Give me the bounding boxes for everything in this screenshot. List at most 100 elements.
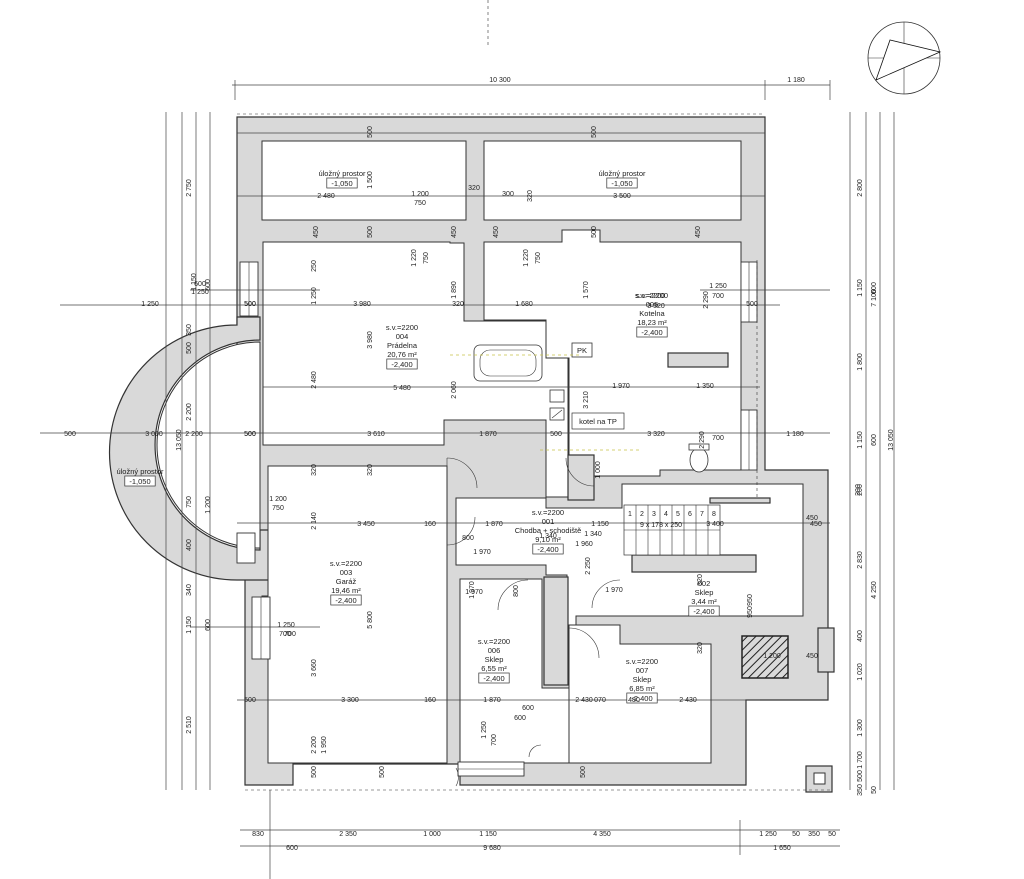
room-area: 18,23 m² xyxy=(637,318,667,327)
room-sv-label: s.v.=2200 xyxy=(386,323,418,332)
dimension-label: 1 680 xyxy=(515,301,533,308)
dimension-label: 320 xyxy=(697,642,704,654)
pk-box xyxy=(571,342,593,358)
dimension-label: 320 xyxy=(527,190,534,202)
dimension-label: 700 xyxy=(712,293,724,300)
dimension-label: 500 xyxy=(186,342,193,354)
room-area: 19,46 m² xyxy=(331,586,361,595)
level-label: -2,400 xyxy=(391,360,412,369)
room-area: 20,76 m² xyxy=(387,350,417,359)
dimension-label: 450 xyxy=(810,521,822,528)
room-name: Kotelna xyxy=(639,309,665,318)
dimension-label: 300 xyxy=(502,191,514,198)
dimension-label: 1 300 xyxy=(857,719,864,737)
dimension-label: 1 000 xyxy=(595,461,602,479)
dimension-label: 1 250 xyxy=(759,831,777,838)
stair-number: 5 xyxy=(676,511,680,518)
dimension-label: 700 xyxy=(491,734,498,746)
dimension-label: 1 250 xyxy=(481,721,488,739)
windows xyxy=(236,261,758,777)
dimension-label: 160 xyxy=(424,697,436,704)
dimension-label: 320 xyxy=(452,301,464,308)
dimension-label: 750 xyxy=(272,505,284,512)
stair-number: 4 xyxy=(664,511,668,518)
dimension-label: 800 xyxy=(462,535,474,542)
dimension-label: 13 050 xyxy=(176,429,183,451)
dimension-label: 4 250 xyxy=(871,581,878,599)
dimension-label: 500 xyxy=(311,766,318,778)
dimension-label: 1 200 xyxy=(763,653,781,660)
level-box xyxy=(326,177,358,189)
dimension-label: 320 xyxy=(367,464,374,476)
dimension-label: 2 350 xyxy=(339,831,357,838)
dimension-label: 320 xyxy=(468,185,480,192)
dimension-label: 500 xyxy=(367,226,374,238)
dimension-label: 750 xyxy=(186,496,193,508)
dimension-label: 5 800 xyxy=(367,611,374,629)
dimension-label: 1 200 xyxy=(269,496,287,503)
door-swings xyxy=(446,457,621,787)
dimension-label: 070 xyxy=(594,697,606,704)
dimension-label: 2 200 xyxy=(185,431,203,438)
dimension-label: 1 150 xyxy=(479,831,497,838)
dimension-label: 1 970 xyxy=(612,383,630,390)
room-name: úložný prostor xyxy=(318,169,366,178)
room-name: Garáž xyxy=(336,577,357,586)
dimension-label: 750 xyxy=(414,200,426,207)
room-number: 001 xyxy=(542,517,555,526)
level-box xyxy=(688,605,720,617)
dimension-label: 2 200 xyxy=(311,736,318,754)
dimension-label: 340 xyxy=(186,584,193,596)
dimension-label: 50 xyxy=(792,831,800,838)
north-arrow-icon xyxy=(867,21,942,95)
dimension-label: 3 400 xyxy=(706,521,724,528)
dimension-label: 1 150 xyxy=(186,616,193,634)
room-number: 006 xyxy=(488,646,501,655)
dimension-label: 450 xyxy=(806,653,818,660)
dimension-label: s.v.=2200 xyxy=(635,293,665,300)
stair-number: 1 xyxy=(628,511,632,518)
dimension-label: 1 180 xyxy=(786,431,804,438)
room-sv-label: s.v.=2200 xyxy=(478,637,510,646)
level-label: -1,050 xyxy=(129,477,150,486)
dimension-label: 1 800 xyxy=(857,353,864,371)
dimension-label: 3 500 xyxy=(613,193,631,200)
dimension-label: 500 xyxy=(591,126,598,138)
dimension-label: 600 xyxy=(871,282,878,294)
dimension-label: 3 450 xyxy=(357,521,375,528)
stair-number: 6 xyxy=(688,511,692,518)
dimension-label: 1 220 xyxy=(523,249,530,267)
room-number: 003 xyxy=(340,568,353,577)
level-label: -2,400 xyxy=(631,694,652,703)
dimension-label: 320 xyxy=(697,574,704,586)
level-label: -1,050 xyxy=(611,179,632,188)
dimension-label: 450 xyxy=(313,226,320,238)
room-interiors xyxy=(261,140,804,764)
room-name: úložný prostor xyxy=(116,467,164,476)
dimension-label: 700 xyxy=(279,631,291,638)
staircase xyxy=(623,504,721,556)
dimension-label: 1 970 xyxy=(605,587,623,594)
kotel-box xyxy=(571,412,625,430)
dimension-label: 3 300 xyxy=(341,697,359,704)
bathtub-icon xyxy=(473,344,543,382)
dimension-label: 2 510 xyxy=(186,716,193,734)
stair-number: 2 xyxy=(640,511,644,518)
dimension-label: 2 750 xyxy=(186,179,193,197)
dimension-label: 350 xyxy=(808,831,820,838)
dimension-label: 450 xyxy=(493,226,500,238)
dimension-label: 500 xyxy=(857,770,864,782)
dimension-label: 1 250 xyxy=(141,301,159,308)
room-name: Sklep xyxy=(695,588,714,597)
room-area: 6,85 m² xyxy=(629,684,655,693)
dimension-label: 250 xyxy=(311,260,318,272)
dimension-label: 1 180 xyxy=(787,77,805,84)
room-number: 002 xyxy=(698,579,711,588)
dimension-label: 1 950 xyxy=(321,736,328,754)
dimension-label: 10 300 xyxy=(489,77,511,84)
dimension-label: 500 xyxy=(367,126,374,138)
meter-icon xyxy=(549,389,565,403)
dimension-label: 500 xyxy=(244,431,256,438)
dimension-label: 2 480 xyxy=(311,371,318,389)
dimension-label: 3 980 xyxy=(367,331,374,349)
